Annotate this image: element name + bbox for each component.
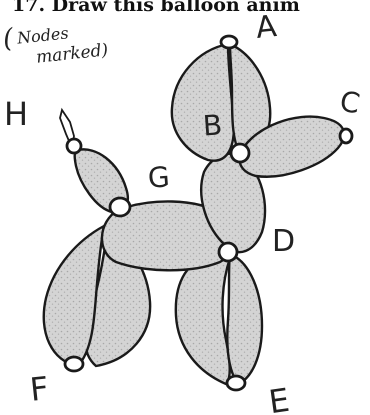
balloon-back-leg-left [176, 256, 230, 384]
balloon-head-left [172, 44, 234, 161]
knot-node-b [231, 144, 249, 162]
node-label-g: G [147, 163, 171, 192]
knot-node-f [65, 357, 83, 371]
balloon-back-leg-right [227, 254, 262, 384]
knot-node-c [340, 129, 352, 143]
node-label-f: F [28, 372, 50, 406]
question-heading: 17. Draw this balloon anim [12, 0, 370, 16]
knot-node-h [67, 139, 81, 153]
node-label-h: H [4, 98, 28, 130]
knot-node-e [227, 376, 245, 390]
node-label-d: D [272, 227, 295, 257]
node-label-a: A [254, 12, 278, 44]
node-label-b: B [202, 111, 223, 140]
knot-node-d [219, 243, 237, 261]
node-label-e: E [267, 384, 291, 415]
knot-node-g [110, 198, 130, 216]
knot-node-a [221, 36, 237, 48]
